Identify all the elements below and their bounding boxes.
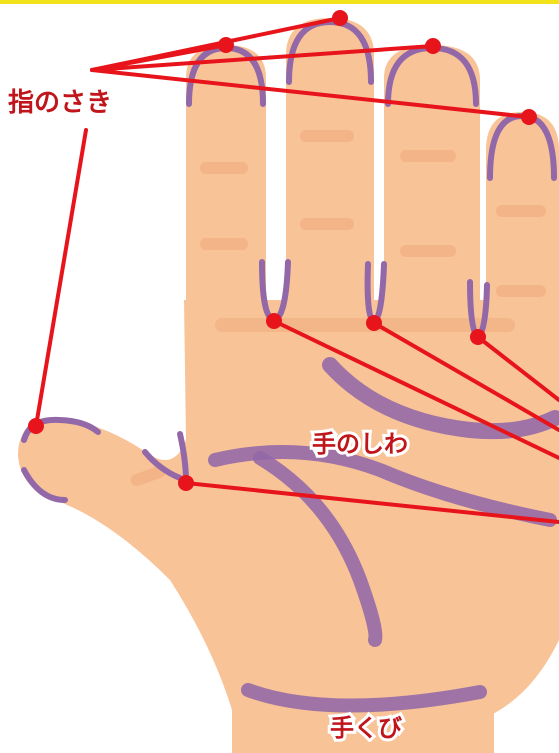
dot-middle-tip [332,10,348,26]
dot-crease-thumb [178,475,194,491]
dot-little-tip [521,109,537,125]
label-crease: 手のしわ [312,432,408,456]
dot-ring-tip [425,38,441,54]
hand-silhouette [18,18,559,753]
dot-crease-3 [470,329,486,345]
top-border [0,0,559,4]
label-fingertip: 指のさき [8,90,112,116]
dot-crease-2 [366,315,382,331]
dot-crease-1 [266,313,282,329]
dot-thumb-tip [28,418,44,434]
dot-index-tip [218,37,234,53]
label-wrist: 手くび [330,716,402,740]
